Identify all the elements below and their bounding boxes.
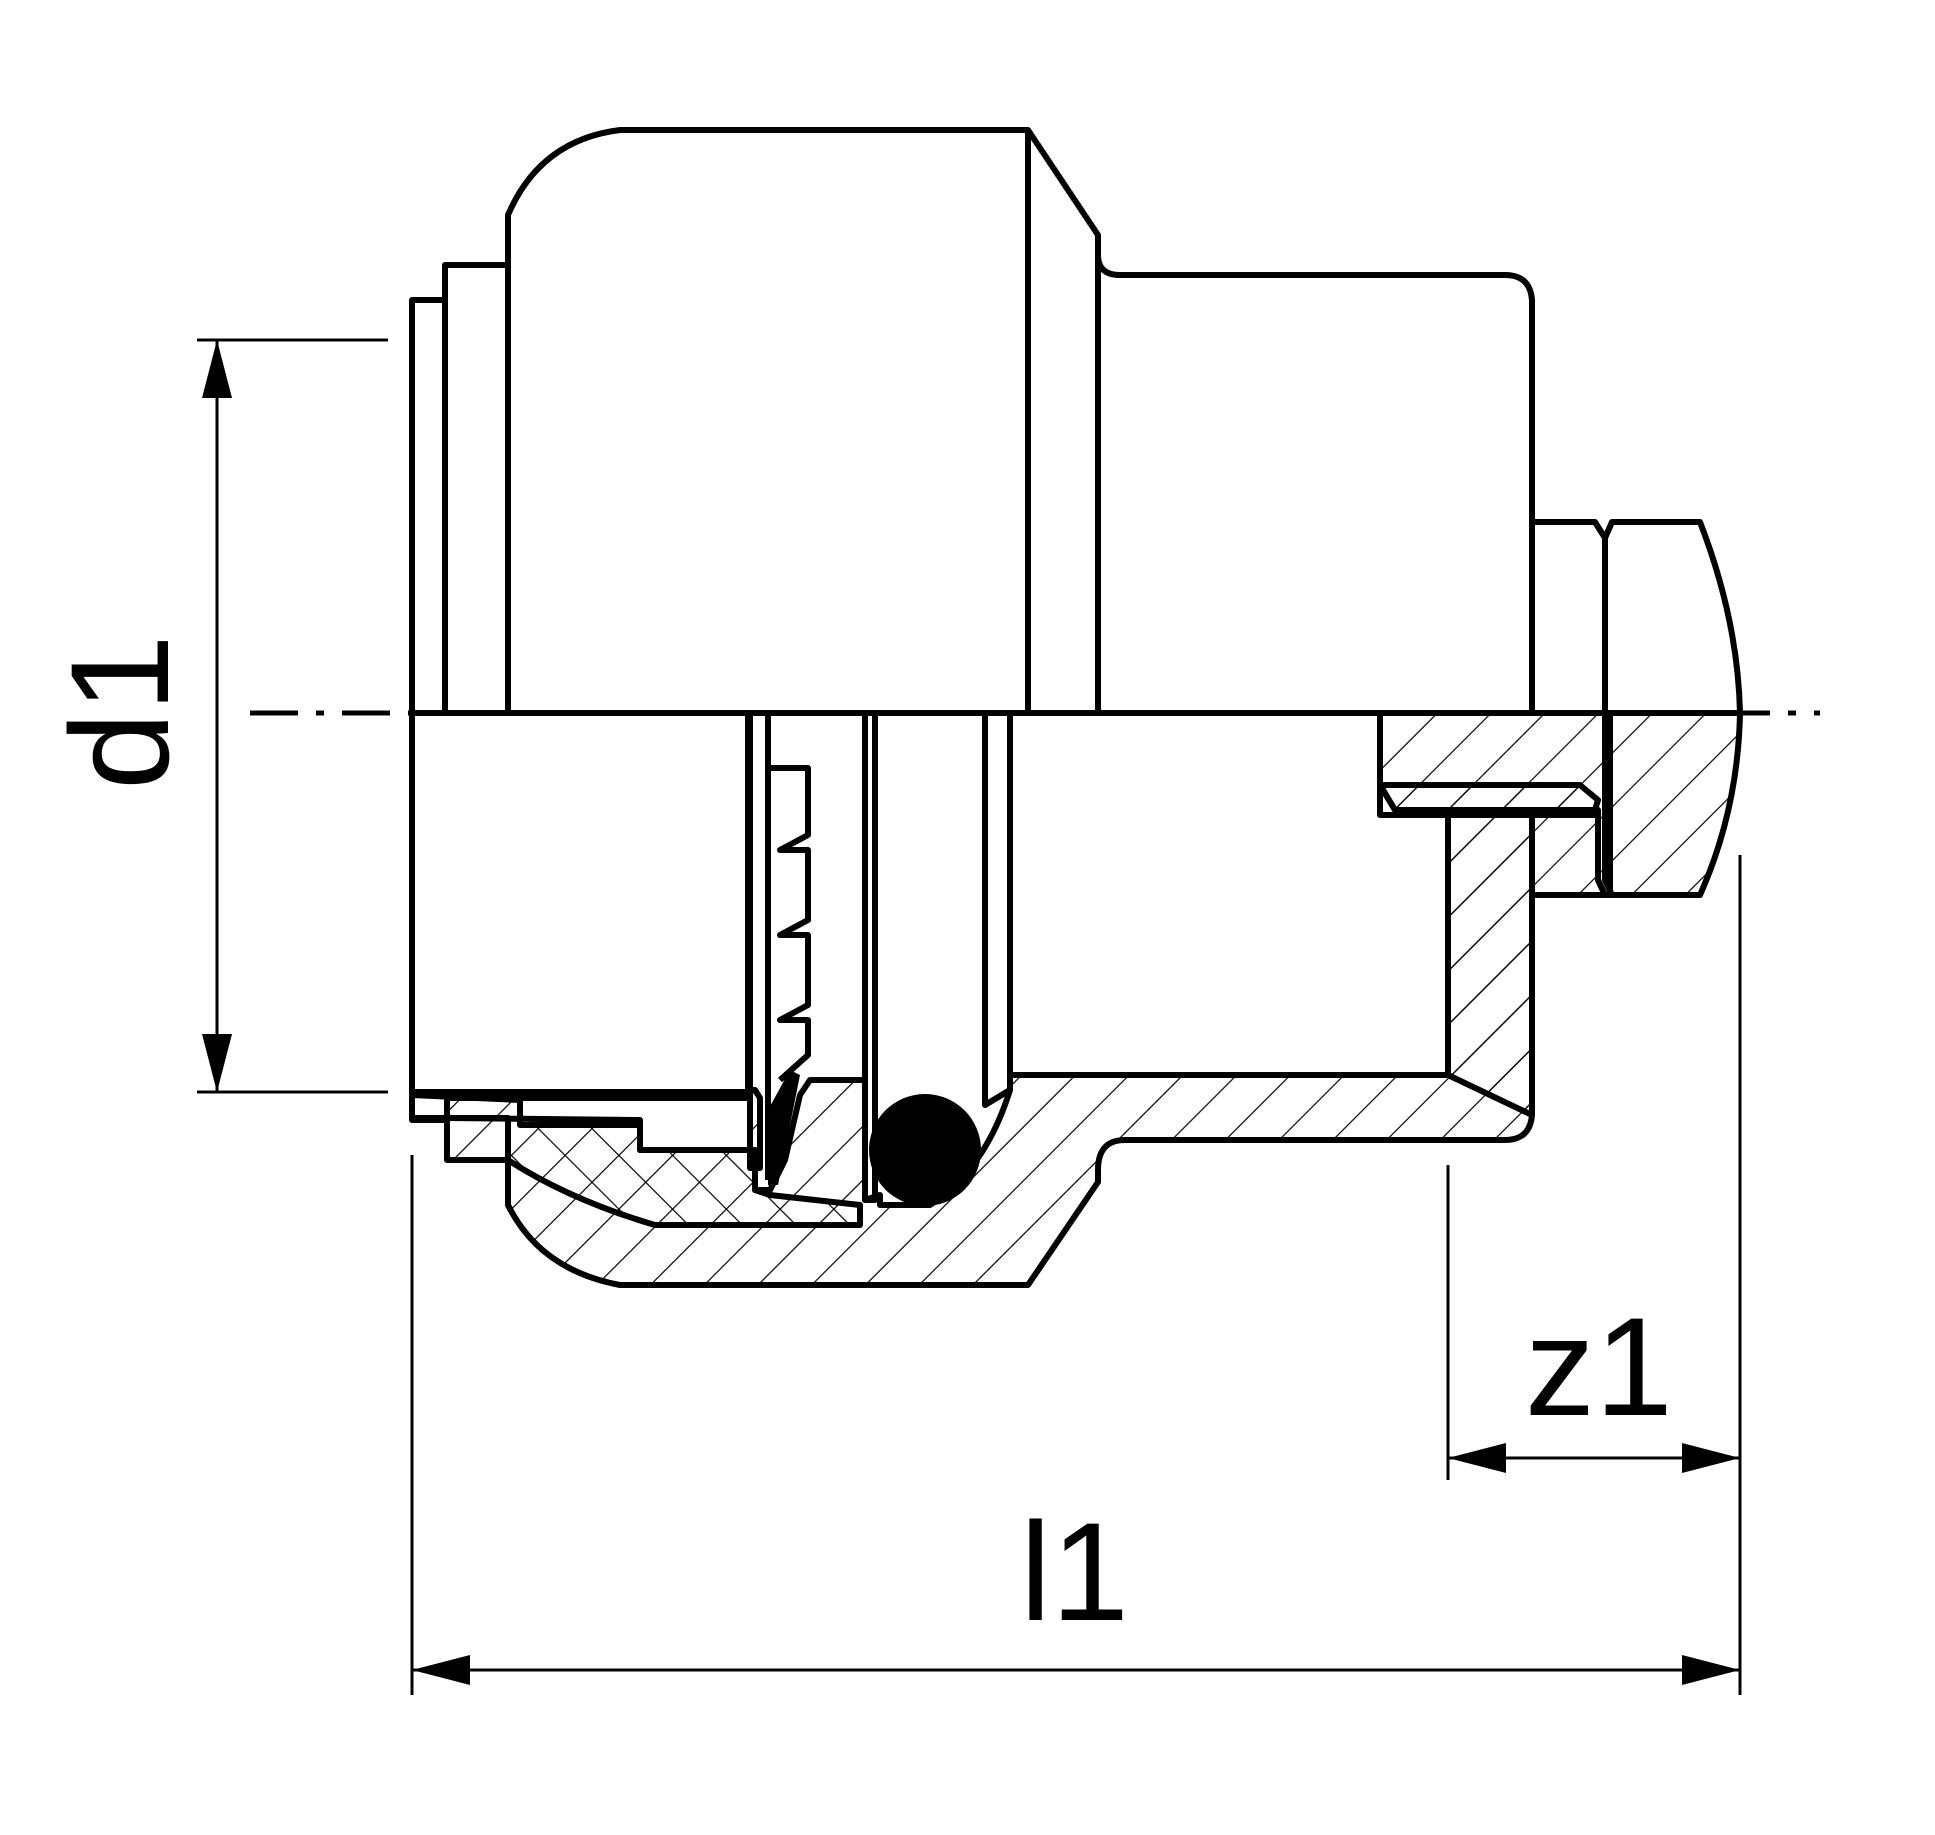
dimension-d1: d1 [41, 338, 388, 1094]
threaded-end-collar [1529, 519, 1608, 716]
upper-external-view [409, 127, 1743, 716]
pipe-bore [409, 710, 751, 1095]
union-nut-body [505, 127, 1101, 716]
lower-section-view [409, 710, 1743, 1288]
d1-arrow-top [202, 340, 232, 398]
o-ring-seal [869, 1094, 981, 1206]
pipe-end-ring-inner [442, 262, 511, 716]
threaded-end-cap [1602, 519, 1743, 716]
support-sleeve-right [982, 710, 1013, 1108]
nut-insert [444, 1115, 863, 1228]
thread-gasket [1377, 782, 1601, 813]
l1-label: l1 [1020, 1493, 1129, 1650]
z1-arrow-left [1448, 1443, 1506, 1473]
z1-label: z1 [1525, 1288, 1673, 1445]
l1-arrow-left [412, 1655, 470, 1685]
grip-ring-claw [768, 1070, 800, 1185]
d1-label: d1 [41, 634, 198, 790]
fitting-body [1095, 252, 1535, 716]
dimension-l1: l1 [410, 855, 1742, 1695]
body-shoulder [1445, 812, 1535, 1118]
grip-ring-teeth [765, 713, 811, 1180]
collar-section [1529, 812, 1608, 898]
l1-arrow-right [1682, 1655, 1740, 1685]
dimension-z1: z1 [1446, 1165, 1740, 1480]
threaded-cap-section [1602, 710, 1743, 898]
pipe-end-ring-outer [409, 297, 448, 716]
z1-arrow-right [1682, 1443, 1740, 1473]
d1-arrow-bottom [202, 1034, 232, 1092]
